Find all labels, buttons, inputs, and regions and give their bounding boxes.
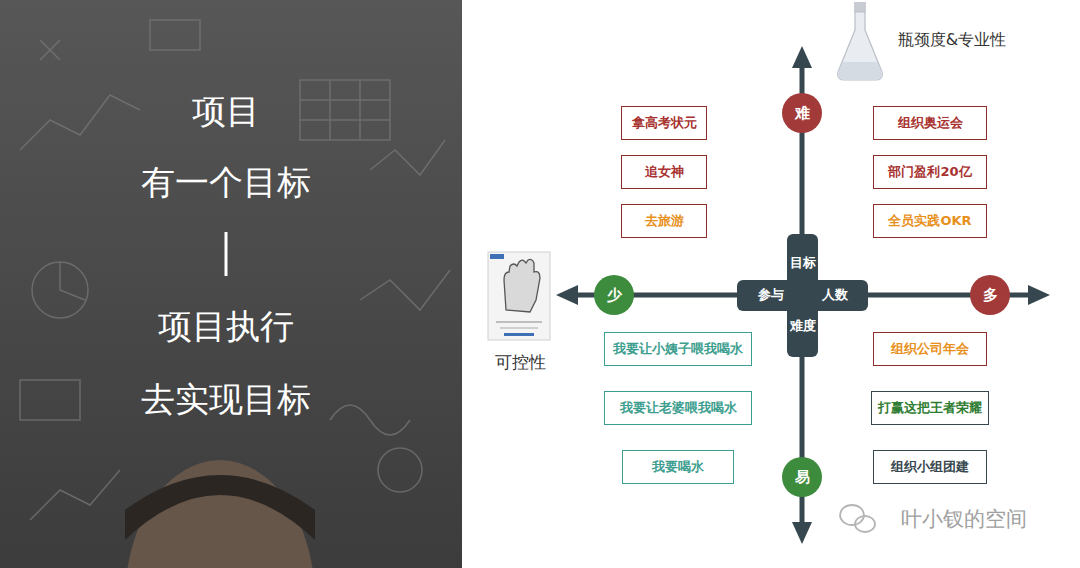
axis-circle: 多	[970, 275, 1010, 315]
cross-text: 人数	[822, 286, 848, 304]
axes	[556, 46, 1050, 544]
axis-note: 可控性	[495, 351, 546, 374]
item-box: 部门盈利20亿	[873, 155, 987, 189]
item-box: 我要让小姨子喂我喝水	[604, 332, 752, 366]
cross-text: 难度	[790, 317, 816, 335]
item-text: 组织奥运会	[898, 114, 963, 132]
axis-note: 瓶颈度&专业性	[898, 30, 1006, 51]
chalkboard-panel	[0, 0, 462, 568]
chalk-doodles	[20, 20, 450, 520]
axis-circle: 易	[782, 457, 822, 497]
circle-text: 易	[795, 468, 810, 487]
item-text: 组织公司年会	[891, 340, 969, 358]
item-text: 我要让小姨子喂我喝水	[613, 340, 743, 358]
hair-silhouette	[125, 475, 315, 540]
item-text: 我要让老婆喂我喝水	[620, 399, 737, 417]
hand-poster-icon	[488, 252, 550, 340]
item-text: 全员实践OKR	[888, 212, 971, 230]
center-cross: 目标参与 人数难度	[737, 234, 868, 357]
item-box: 组织奥运会	[873, 106, 987, 140]
item-box: 我要喝水	[622, 450, 734, 484]
axis-circle: 难	[782, 93, 822, 133]
item-box: 去旅游	[621, 204, 707, 238]
item-text: 我要喝水	[652, 458, 704, 476]
cross-shape	[737, 234, 868, 357]
face-silhouette	[125, 460, 315, 568]
item-text: 打赢这把王者荣耀	[878, 399, 982, 417]
item-text: 组织小组团建	[891, 458, 969, 476]
flask-icon	[838, 2, 883, 80]
item-box: 我要让老婆喂我喝水	[604, 391, 752, 425]
axis-circle: 少	[594, 275, 634, 315]
panel-heading: 有一个目标	[141, 160, 311, 206]
item-box: 追女神	[621, 155, 707, 189]
item-text: 去旅游	[645, 212, 684, 230]
circle-text: 多	[983, 286, 998, 305]
item-box: 全员实践OKR	[873, 204, 987, 238]
circle-text: 少	[607, 286, 622, 305]
item-box: 组织小组团建	[873, 450, 987, 484]
cross-text: 参与	[758, 286, 784, 304]
circle-text: 难	[795, 104, 810, 123]
item-box: 组织公司年会	[873, 332, 987, 366]
panel-heading: 项目执行	[158, 304, 294, 350]
item-box: 拿高考状元	[621, 106, 707, 140]
panel-heading: 去实现目标	[141, 377, 311, 423]
cross-text: 目标	[790, 254, 816, 272]
watermark: 叶小钗的空间	[901, 505, 1027, 533]
item-text: 部门盈利20亿	[888, 163, 971, 181]
divider-bar	[225, 232, 228, 276]
item-text: 追女神	[645, 163, 684, 181]
item-box: 打赢这把王者荣耀	[871, 391, 989, 425]
wechat-icon	[840, 505, 875, 532]
panel-heading: 项目	[192, 89, 260, 135]
item-text: 拿高考状元	[632, 114, 697, 132]
